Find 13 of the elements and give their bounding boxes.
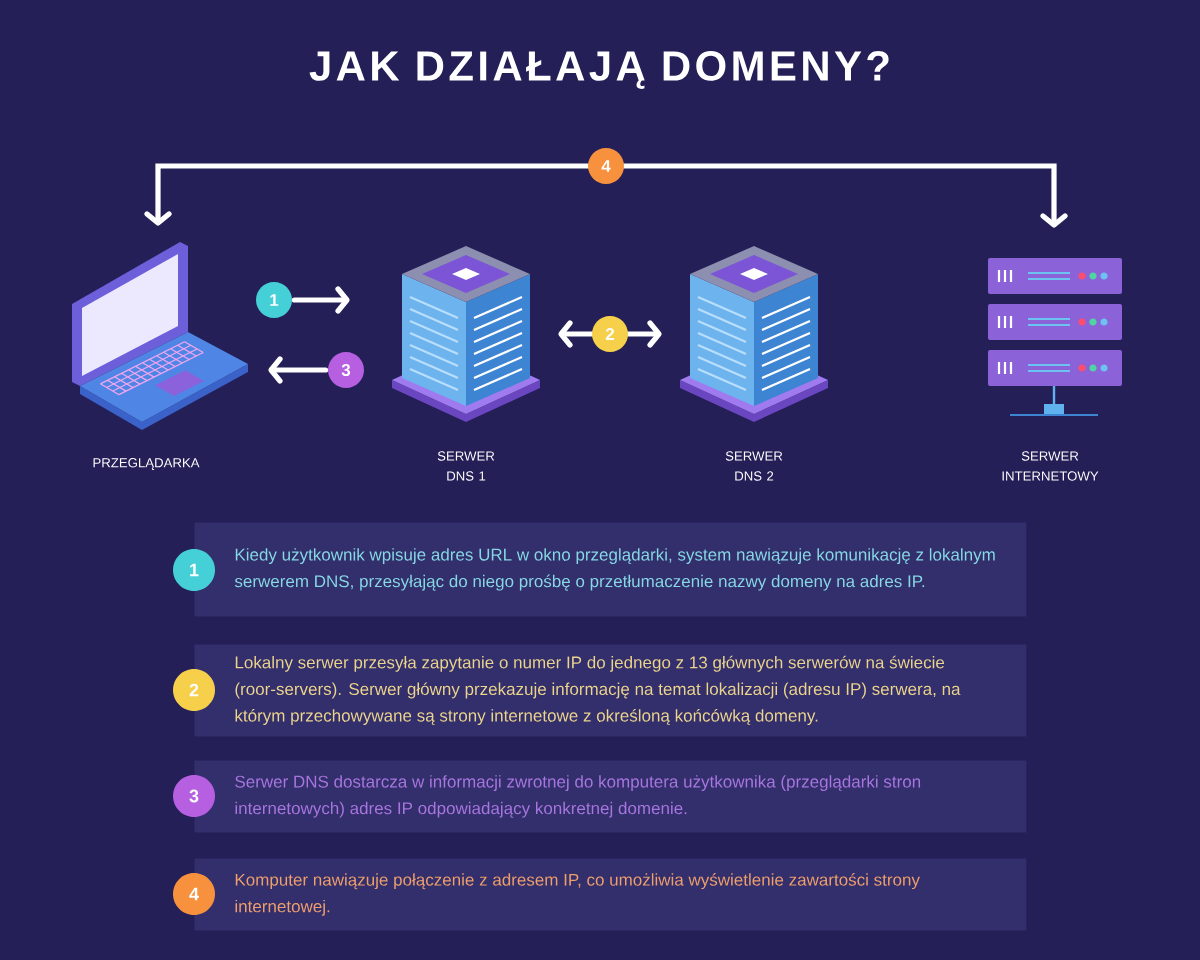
arrow — [268, 356, 329, 384]
arrow — [558, 320, 662, 348]
edge-label: 4 — [588, 148, 624, 184]
number-badge: 4 — [173, 873, 215, 915]
arrow — [144, 163, 1068, 228]
number-badge: 3 — [173, 775, 215, 817]
title: JAK DZIAŁAJĄ DOMENY? — [309, 51, 889, 89]
number-badge: 1 — [173, 549, 215, 591]
arrow — [291, 286, 350, 314]
edge-label: 1 — [256, 282, 292, 318]
edge-label: 3 — [328, 352, 364, 388]
number-badge: 2 — [173, 669, 215, 711]
edge-label: 2 — [592, 316, 628, 352]
